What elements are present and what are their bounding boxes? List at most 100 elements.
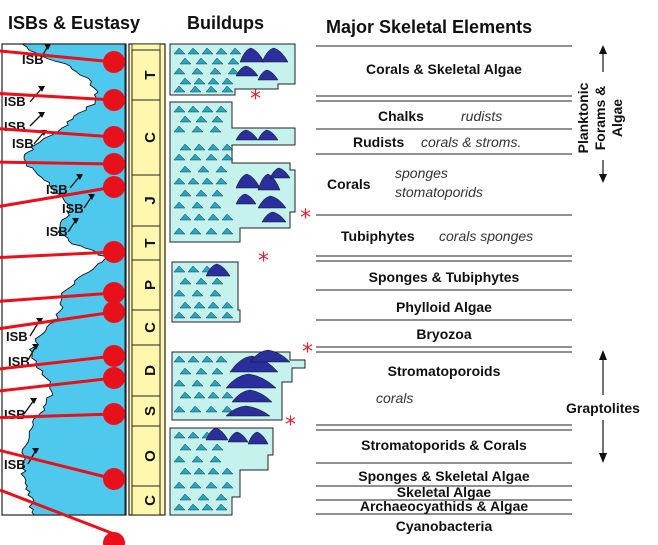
small-organism-shape: [179, 467, 192, 475]
reef-organism-shape: [257, 195, 287, 209]
small-organism-shape: [221, 311, 234, 319]
period-label: D: [142, 365, 159, 376]
small-organism-shape: [173, 481, 186, 489]
small-organism-shape: [191, 201, 204, 209]
small-organism-shape: [173, 431, 186, 439]
extinction-marker-circle: [103, 403, 125, 425]
extinction-marker-circle: [103, 282, 125, 304]
small-organism-shape: [209, 67, 222, 75]
reef-organism-shape: [257, 69, 279, 81]
element-sublabel: rudists: [461, 108, 502, 124]
extinction-marker-circle: [103, 468, 125, 490]
small-organism-shape: [179, 277, 192, 285]
small-organism-shape: [173, 503, 186, 511]
reef-organism-shape: [205, 263, 231, 277]
extinction-marker-circle: [103, 51, 125, 73]
mass-extinction-star: *: [302, 340, 313, 365]
small-organism-shape: [173, 379, 186, 387]
period-label: T: [142, 238, 159, 247]
small-organism-shape: [191, 125, 204, 133]
mass-extinction-star: *: [250, 87, 261, 112]
element-sublabel: corals: [376, 390, 413, 406]
reef-organism-shape: [205, 427, 229, 441]
extinction-line: [0, 448, 115, 481]
extinction-marker-circle: [103, 367, 125, 389]
extinction-line: [0, 250, 115, 260]
small-organism-shape: [211, 277, 224, 285]
period-cell: [131, 425, 161, 487]
small-organism-shape: [215, 105, 228, 113]
small-organism-shape: [221, 391, 234, 399]
small-organism-shape: [173, 289, 186, 297]
period-cell: [131, 309, 161, 346]
small-organism-shape: [209, 379, 222, 387]
reef-organism-shape: [225, 373, 277, 389]
isb-arrow: [83, 195, 93, 209]
small-organism-shape: [227, 57, 240, 65]
period-label: C: [142, 132, 159, 143]
planktonic-range: Planktonic Forams & Algae: [575, 45, 625, 183]
small-organism-shape: [221, 85, 234, 93]
small-organism-shape: [173, 455, 186, 463]
small-organism-shape: [195, 189, 208, 197]
small-organism-shape: [179, 493, 192, 501]
small-organism-shape: [207, 467, 220, 475]
reef-organism-shape: [235, 193, 257, 205]
small-organism-shape: [187, 431, 200, 439]
small-organism-shape: [193, 391, 206, 399]
buildups-column: [169, 43, 306, 516]
small-organism-shape: [189, 153, 202, 161]
period-label: C: [142, 322, 159, 333]
small-organism-shape: [179, 77, 192, 85]
small-organism-shape: [179, 443, 192, 451]
small-organism-shape: [173, 227, 186, 235]
element-label: Corals & Skeletal Algae: [366, 61, 522, 77]
extinction-line: [0, 49, 115, 64]
small-organism-shape: [221, 143, 234, 151]
small-organism-shape: [221, 153, 234, 161]
isb-arrowhead: [36, 318, 43, 324]
small-organism-shape: [195, 57, 208, 65]
isb-label: ISB: [4, 94, 26, 109]
extinction-markers: [0, 49, 125, 545]
small-organism-shape: [189, 405, 202, 413]
element-label: Stromatoporids & Corals: [361, 437, 527, 453]
extinction-marker-circle: [103, 126, 125, 148]
period-label: C: [142, 495, 159, 506]
reef-organism-shape: [239, 47, 265, 63]
header-isbs-eustasy: ISBs & Eustasy: [8, 13, 140, 33]
side-label-algae: Algae: [609, 99, 625, 137]
small-organism-shape: [201, 105, 214, 113]
period-cell: [131, 344, 161, 397]
small-organism-shape: [193, 77, 206, 85]
small-organism-shape: [179, 301, 192, 309]
small-organism-shape: [173, 265, 186, 273]
reef-organism-shape: [269, 167, 291, 179]
small-organism-shape: [201, 355, 214, 363]
reef-organism-shape: [227, 431, 249, 443]
small-organism-shape: [195, 367, 208, 375]
extinction-marker-circle: [103, 532, 125, 545]
small-organism-shape: [205, 311, 218, 319]
small-organism-shape: [229, 47, 242, 55]
element-divider-lines: [316, 45, 572, 515]
small-organism-shape: [173, 125, 186, 133]
extinction-marker-circle: [103, 176, 125, 198]
small-organism-shape: [187, 503, 200, 511]
small-organism-shape: [215, 177, 228, 185]
buildup-block-early-paleozoic: [169, 427, 274, 516]
small-organism-shape: [179, 57, 192, 65]
extinction-marker-circle: [103, 153, 125, 175]
small-organism-shape: [195, 277, 208, 285]
small-organism-shape: [187, 177, 200, 185]
mass-extinction-stars: * * * * *: [250, 87, 313, 438]
small-organism-shape: [197, 493, 210, 501]
isb-label: ISB: [12, 136, 34, 151]
element-label: Rudists: [353, 134, 405, 150]
element-label: Stromatoporoids: [388, 363, 501, 379]
small-organism-shape: [173, 355, 186, 363]
small-organism-shape: [193, 301, 206, 309]
small-organism-shape: [201, 177, 214, 185]
small-organism-shape: [227, 67, 240, 75]
